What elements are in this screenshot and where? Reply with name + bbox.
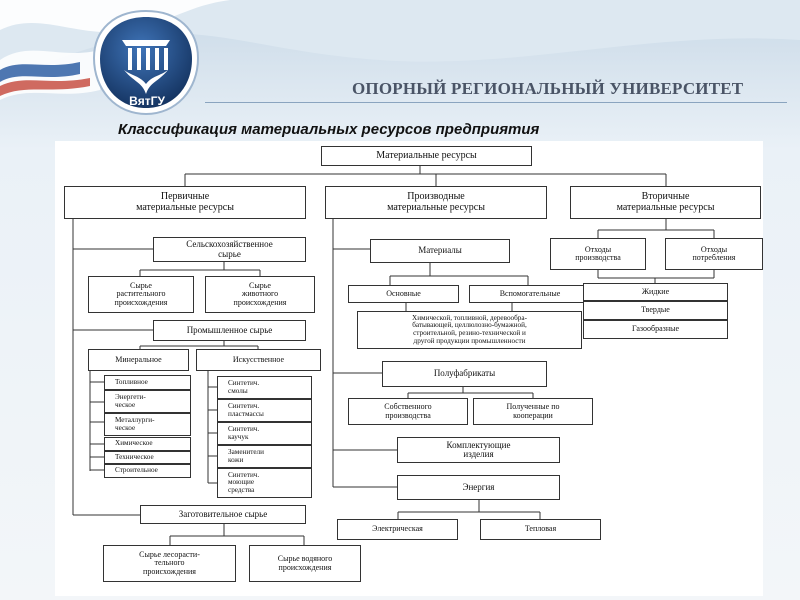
mineral-item-chemical: Химическое xyxy=(104,437,191,451)
artificial-box: Искусственное xyxy=(196,349,321,371)
auxiliary-materials-box: Вспомогательные xyxy=(469,285,591,303)
mineral-item-construction: Строительное xyxy=(104,464,191,478)
artificial-item-leather: Заменители кожи xyxy=(217,445,312,468)
own-production-box: Собственного производства xyxy=(348,398,468,425)
procurement-raw-box: Заготовительное сырье xyxy=(140,505,306,524)
animal-origin-box: Сырье животного происхождения xyxy=(205,276,315,313)
plant-origin-box: Сырье растительного происхождения xyxy=(88,276,194,313)
cooperation-box: Полученные по кооперации xyxy=(473,398,593,425)
mineral-box: Минеральное xyxy=(88,349,189,371)
root-box: Материальные ресурсы xyxy=(321,146,532,166)
primary-resources-box: Первичные материальные ресурсы xyxy=(64,186,306,219)
industry-products-box: Химической, топливной, деревообра- батыв… xyxy=(357,311,582,349)
energy-box: Энергия xyxy=(397,475,560,500)
mineral-item-technical: Техническое xyxy=(104,451,191,464)
state-liquid-box: Жидкие xyxy=(583,283,728,301)
water-origin-box: Сырье водяного происхождения xyxy=(249,545,361,582)
state-solid-box: Твердые xyxy=(583,301,728,320)
header-divider xyxy=(205,102,787,103)
electric-energy-box: Электрическая xyxy=(337,519,458,540)
artificial-item-detergents: Синтетич. моющие средства xyxy=(217,468,312,498)
materials-box: Материалы xyxy=(370,239,510,263)
university-name: ОПОРНЫЙ РЕГИОНАЛЬНЫЙ УНИВЕРСИТЕТ xyxy=(352,79,744,98)
vyatgu-logo xyxy=(92,9,200,116)
slide-title: Классификация материальных ресурсов пред… xyxy=(118,121,540,138)
mineral-item-metallurgy: Металлурги- ческое xyxy=(104,413,191,436)
secondary-resources-box: Вторичные материальные ресурсы xyxy=(570,186,761,219)
thermal-energy-box: Тепловая xyxy=(480,519,601,540)
consumption-waste-box: Отходы потребления xyxy=(665,238,763,270)
artificial-item-resins: Синтетич. смолы xyxy=(217,376,312,399)
mineral-item-fuel: Топливное xyxy=(104,375,191,390)
derived-resources-box: Производные материальные ресурсы xyxy=(325,186,547,219)
production-waste-box: Отходы производства xyxy=(550,238,646,270)
basic-materials-box: Основные xyxy=(348,285,459,303)
logo-caption: ВятГУ xyxy=(129,94,165,108)
industrial-raw-box: Промышленное сырье xyxy=(153,320,306,341)
semi-finished-box: Полуфабрикаты xyxy=(382,361,547,387)
state-gas-box: Газообразные xyxy=(583,320,728,339)
components-box: Комплектующие изделия xyxy=(397,437,560,463)
artificial-item-rubber: Синтетич. каучук xyxy=(217,422,312,445)
agri-raw-box: Сельскохозяйственное сырье xyxy=(153,237,306,262)
mineral-item-energy: Энергети- ческое xyxy=(104,390,191,413)
artificial-item-plastics: Синтетич. пластмассы xyxy=(217,399,312,422)
forest-origin-box: Сырье лесорасти- тельного происхождения xyxy=(103,545,236,582)
